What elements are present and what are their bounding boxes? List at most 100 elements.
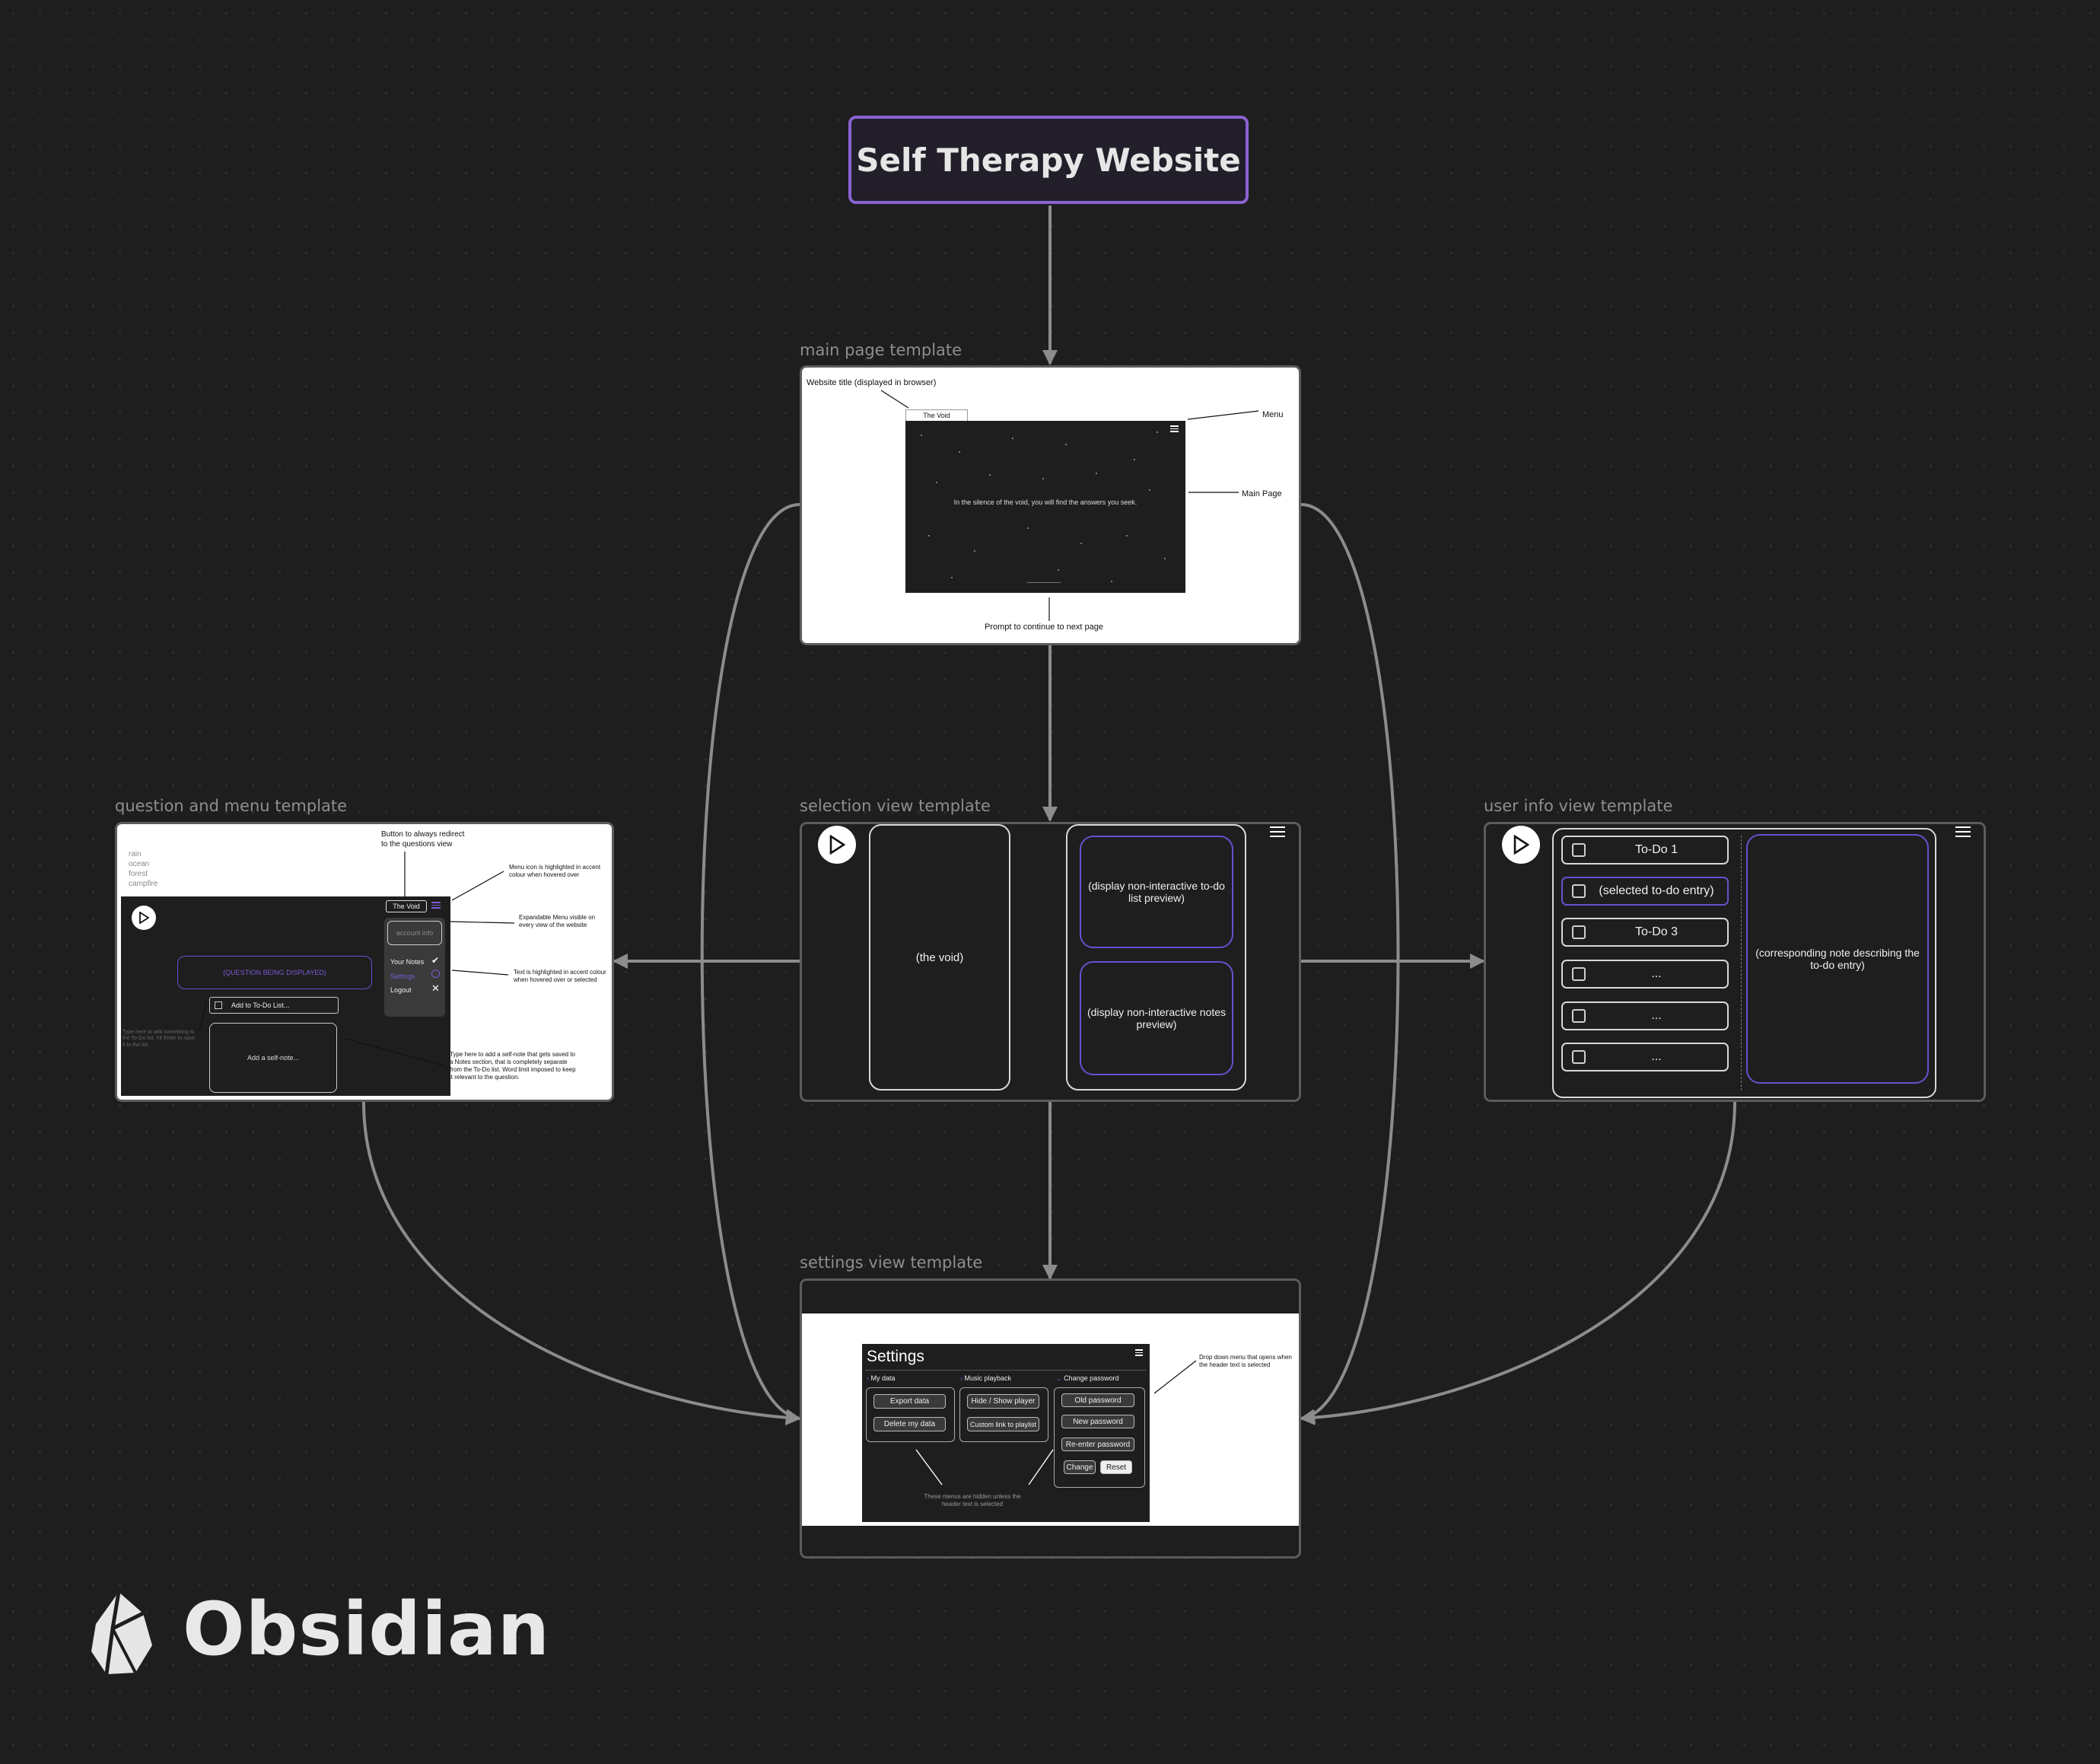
userinfo-container: To-Do 1 (selected to-do entry) To-Do 3 .… — [1552, 828, 1936, 1098]
prompt-annotation: Prompt to continue to next page — [985, 622, 1103, 632]
sound-item[interactable]: campfire — [129, 880, 158, 888]
question-page-card[interactable]: rain ocean forest campfire Button to alw… — [115, 822, 614, 1102]
menu-icon — [1170, 425, 1179, 436]
todo-note-panel[interactable]: (corresponding note describing the to-do… — [1746, 834, 1929, 1084]
gear-icon — [431, 970, 440, 978]
section-my-data[interactable]: › My data — [867, 1374, 896, 1382]
todo-input[interactable]: Add to To-Do List... — [209, 997, 339, 1014]
todo-checkbox[interactable] — [1572, 843, 1586, 857]
void-button[interactable]: The Void — [386, 900, 427, 912]
main-page-annotation-arrows — [880, 390, 1259, 621]
menu-annotation: Menu — [1262, 410, 1284, 419]
todo-label: ... — [1651, 1050, 1662, 1063]
main-page-card[interactable]: Website title (displayed in browser) The… — [800, 365, 1301, 645]
group-label-selection: selection view template — [800, 797, 991, 815]
password-panel — [1054, 1387, 1145, 1488]
edge-userinfo-to-settings — [1300, 1101, 1736, 1425]
question-page-mock: The Void account info Your Notes Setting… — [121, 896, 450, 1096]
chevron-right-icon: › — [960, 1374, 963, 1382]
new-password-field[interactable]: New password — [1061, 1415, 1134, 1428]
delete-data-button[interactable]: Delete my data — [873, 1417, 946, 1431]
section-label: Change password — [1064, 1374, 1119, 1382]
play-icon — [829, 835, 845, 855]
todo-label: (selected to-do entry) — [1599, 884, 1714, 897]
userinfo-page-card[interactable]: To-Do 1 (selected to-do entry) To-Do 3 .… — [1484, 822, 1986, 1102]
dropdown-annotation: Drop down menu that opens when the heade… — [1199, 1354, 1292, 1368]
music-panel — [959, 1387, 1048, 1442]
todo-item[interactable]: ... — [1561, 1001, 1729, 1030]
main-page-mock: In the silence of the void, you will fin… — [905, 421, 1185, 593]
todo-checkbox[interactable] — [1572, 884, 1586, 898]
section-label: Music playback — [964, 1374, 1012, 1382]
reset-button[interactable]: Reset — [1100, 1460, 1132, 1474]
sound-item[interactable]: rain — [129, 850, 142, 858]
play-icon — [1513, 835, 1529, 855]
todo-checkbox[interactable] — [1572, 925, 1586, 939]
settings-page-card[interactable]: Settings › My data › Music playback ⌄ Ch… — [800, 1278, 1301, 1559]
toggle-player-button[interactable]: Hide / Show player — [967, 1394, 1039, 1409]
close-icon: ✕ — [431, 982, 440, 994]
todo-preview[interactable]: (display non-interactive to-do list prev… — [1080, 836, 1233, 948]
old-password-field[interactable]: Old password — [1061, 1393, 1134, 1407]
check-icon: ✔ — [431, 955, 440, 966]
sound-list: rain ocean forest campfire — [129, 849, 158, 889]
settings-title: Settings — [867, 1348, 924, 1365]
obsidian-wordmark: Obsidian — [183, 1587, 551, 1672]
todo-item-selected[interactable]: (selected to-do entry) — [1561, 877, 1729, 906]
todo-checkbox[interactable] — [1572, 967, 1586, 981]
todo-item[interactable]: To-Do 1 — [1561, 836, 1729, 864]
menu-icon[interactable] — [431, 902, 441, 912]
export-data-button[interactable]: Export data — [873, 1394, 946, 1409]
menu-item-notes[interactable]: Your Notes — [390, 958, 425, 966]
todo-label: To-Do 1 — [1634, 843, 1678, 856]
todo-label: To-Do 3 — [1634, 925, 1678, 938]
account-info[interactable]: account info — [387, 921, 442, 945]
sound-item[interactable]: forest — [129, 870, 148, 878]
edge-main-to-settings-left — [700, 503, 801, 1425]
todo-item[interactable]: To-Do 3 — [1561, 918, 1729, 947]
sound-item[interactable]: ocean — [129, 860, 150, 868]
highlight-annotation: Text is highlighted in accent colour whe… — [514, 969, 606, 983]
menu-icon[interactable] — [1955, 826, 1971, 837]
self-note-input[interactable]: Add a self-note... — [209, 1023, 337, 1093]
selection-page-card[interactable]: (the void) (display non-interactive to-d… — [800, 822, 1301, 1102]
playlist-link-button[interactable]: Custom link to playlist — [967, 1417, 1039, 1431]
question-annotation-arrows — [199, 852, 515, 1067]
todo-item[interactable]: ... — [1561, 1043, 1729, 1071]
chevron-right-icon: › — [867, 1374, 869, 1382]
question-display: (QUESTION BEING DISPLAYED) — [177, 956, 372, 989]
settings-mock: Settings › My data › Music playback ⌄ Ch… — [862, 1344, 1150, 1522]
menu-item-settings[interactable]: Settings — [390, 973, 415, 980]
group-label-main: main page template — [800, 341, 963, 359]
reenter-password-field[interactable]: Re-enter password — [1061, 1438, 1134, 1451]
menu-icon[interactable] — [1135, 1349, 1143, 1360]
change-button[interactable]: Change — [1064, 1460, 1096, 1474]
chevron-down-icon: ⌄ — [1056, 1374, 1062, 1382]
void-center-text: In the silence of the void, you will fin… — [953, 498, 1138, 506]
group-label-settings: settings view template — [800, 1253, 983, 1272]
section-label: My data — [870, 1374, 896, 1382]
todo-input-label: Add to To-Do List... — [231, 1001, 290, 1009]
section-password[interactable]: ⌄ Change password — [1056, 1374, 1119, 1383]
todo-checkbox[interactable] — [1572, 1009, 1586, 1023]
todo-hint: Type here to add something to the To-Do … — [123, 1030, 196, 1048]
title-node[interactable]: Self Therapy Website — [848, 116, 1249, 204]
play-button[interactable] — [818, 826, 856, 864]
todo-item[interactable]: ... — [1561, 960, 1729, 989]
notes-preview[interactable]: (display non-interactive notes preview) — [1080, 961, 1233, 1075]
play-button[interactable] — [132, 906, 156, 930]
group-label-userinfo: user info view template — [1484, 797, 1673, 815]
continue-prompt-line[interactable] — [1027, 582, 1061, 583]
settings-divider — [865, 1370, 1147, 1371]
menu-item-logout[interactable]: Logout — [390, 986, 412, 994]
menu-icon[interactable] — [1270, 826, 1285, 837]
browser-title-label: Website title (displayed in browser) — [807, 378, 937, 387]
void-panel[interactable]: (the void) — [869, 824, 1010, 1091]
todo-checkbox[interactable] — [1572, 1050, 1586, 1064]
play-button[interactable] — [1502, 826, 1540, 864]
section-music[interactable]: › Music playback — [960, 1374, 1011, 1382]
settings-annotation-arrows — [915, 1360, 1197, 1485]
redirect-annotation: Button to always redirect to the questio… — [381, 830, 465, 849]
main-page-annotation: Main Page — [1242, 489, 1282, 498]
expandable-menu: account info Your Notes Settings Logout … — [384, 918, 445, 1017]
